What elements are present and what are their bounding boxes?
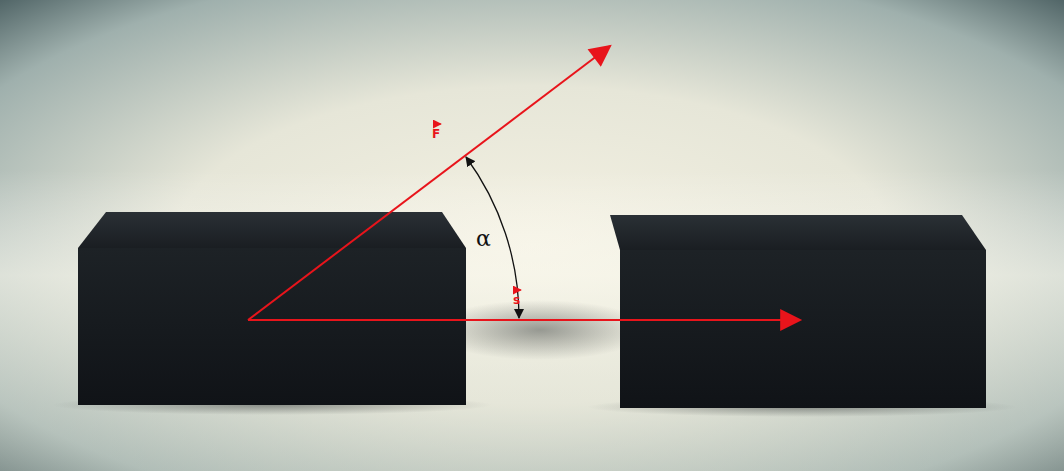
- force-vector: [248, 46, 610, 320]
- displacement-vector: [248, 319, 800, 321]
- vector-accent: [513, 290, 521, 291]
- vector-accent: [433, 124, 441, 125]
- block: [610, 215, 986, 408]
- displacement-symbol: s: [513, 294, 520, 306]
- block: [78, 212, 466, 405]
- angle-arc: [466, 157, 519, 318]
- angle-symbol: α: [476, 228, 491, 250]
- force-symbol: F: [432, 128, 440, 140]
- floor: [0, 170, 1064, 471]
